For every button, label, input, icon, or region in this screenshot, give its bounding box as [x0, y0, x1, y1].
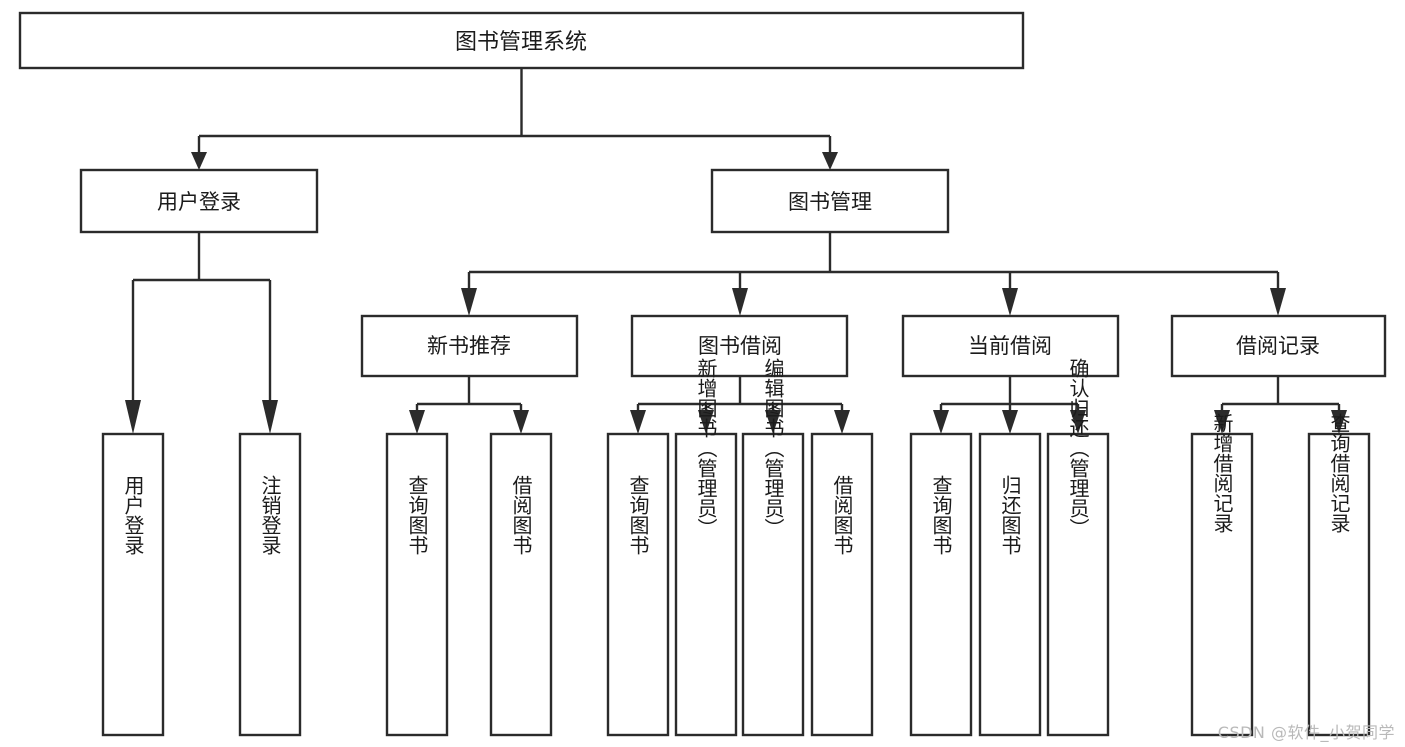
node-leaf-borrow-edit-book[interactable]: 编辑图书（管理员） [741, 358, 805, 737]
node-leaf-current-query-book[interactable]: 查询图书 [909, 432, 973, 737]
node-leaf-borrow-add-book-label: 新增图书（管理员） [694, 358, 718, 538]
arrow-bookborrow-leaf-3 [765, 410, 781, 434]
node-leaf-record-add[interactable]: 新增借阅记录 [1190, 413, 1254, 737]
arrow-userlogin-leaf-2 [262, 400, 278, 434]
node-leaf-user-login[interactable]: 用户登录 [101, 432, 165, 737]
node-leaf-record-query[interactable]: 查询借阅记录 [1307, 413, 1371, 737]
node-leaf-user-logout[interactable]: 注销登录 [238, 432, 302, 737]
node-leaf-current-return-book[interactable]: 归还图书 [978, 432, 1042, 737]
node-leaf-rec-borrow-book-label: 借阅图书 [509, 475, 533, 555]
node-leaf-borrow-add-book[interactable]: 新增图书（管理员） [674, 358, 738, 737]
csdn-watermark: CSDN @软件_小贺同学 [1217, 723, 1395, 742]
node-leaf-borrow-query-book-label: 查询图书 [626, 475, 650, 555]
node-user-login-label: 用户登录 [157, 190, 241, 214]
node-leaf-rec-borrow-book[interactable]: 借阅图书 [489, 432, 553, 737]
connector-group [125, 68, 1347, 434]
node-leaf-user-logout-label: 注销登录 [258, 475, 282, 555]
node-new-book-recommend-label: 新书推荐 [427, 334, 511, 358]
node-leaf-record-add-label: 新增借阅记录 [1210, 413, 1234, 533]
node-new-book-recommend[interactable]: 新书推荐 [360, 314, 579, 378]
arrow-root-to-user-login [191, 152, 207, 170]
node-root[interactable]: 图书管理系统 [18, 11, 1025, 70]
node-root-label: 图书管理系统 [455, 30, 587, 55]
arrow-bookmanage-to-borrow [732, 288, 748, 316]
node-leaf-borrow-query-book[interactable]: 查询图书 [606, 432, 670, 737]
arrow-bookborrow-leaf-4 [834, 410, 850, 434]
arrow-borrowrecord-leaf-2 [1331, 410, 1347, 434]
arrow-currentborrow-leaf-2 [1002, 410, 1018, 434]
node-leaf-current-query-book-label: 查询图书 [929, 475, 953, 555]
node-current-borrow-label: 当前借阅 [968, 334, 1052, 358]
arrow-root-to-book-manage [822, 152, 838, 170]
node-leaf-rec-query-book-label: 查询图书 [405, 475, 429, 555]
node-book-borrow-label: 图书借阅 [698, 334, 782, 358]
arrow-newbook-leaf-1 [409, 410, 425, 434]
node-leaf-rec-query-book[interactable]: 查询图书 [385, 432, 449, 737]
arrow-bookmanage-to-current [1002, 288, 1018, 316]
node-current-borrow[interactable]: 当前借阅 [901, 314, 1120, 378]
node-book-manage[interactable]: 图书管理 [710, 168, 950, 234]
arrow-bookborrow-leaf-2 [698, 410, 714, 434]
node-user-login[interactable]: 用户登录 [79, 168, 319, 234]
node-book-borrow[interactable]: 图书借阅 [630, 314, 849, 378]
arrow-currentborrow-leaf-3 [1070, 410, 1086, 434]
node-borrow-record[interactable]: 借阅记录 [1170, 314, 1387, 378]
node-leaf-record-query-label: 查询借阅记录 [1327, 413, 1351, 533]
arrow-userlogin-leaf-1 [125, 400, 141, 434]
node-leaf-current-confirm-return-label: 确认归还（管理员） [1066, 358, 1090, 538]
arrow-borrowrecord-leaf-1 [1214, 410, 1230, 434]
node-leaf-borrow-borrow-book-label: 借阅图书 [830, 475, 854, 555]
arrow-newbook-leaf-2 [513, 410, 529, 434]
arrow-bookmanage-to-record [1270, 288, 1286, 316]
node-leaf-user-login-label: 用户登录 [121, 475, 145, 555]
arrow-bookborrow-leaf-1 [630, 410, 646, 434]
node-leaf-borrow-edit-book-label: 编辑图书（管理员） [761, 358, 785, 538]
node-borrow-record-label: 借阅记录 [1236, 334, 1320, 358]
node-book-manage-label: 图书管理 [788, 190, 872, 214]
arrow-currentborrow-leaf-1 [933, 410, 949, 434]
node-leaf-current-return-book-label: 归还图书 [998, 475, 1022, 555]
arrow-bookmanage-to-newbook [461, 288, 477, 316]
node-leaf-borrow-borrow-book[interactable]: 借阅图书 [810, 432, 874, 737]
node-leaf-current-confirm-return[interactable]: 确认归还（管理员） [1046, 358, 1110, 737]
